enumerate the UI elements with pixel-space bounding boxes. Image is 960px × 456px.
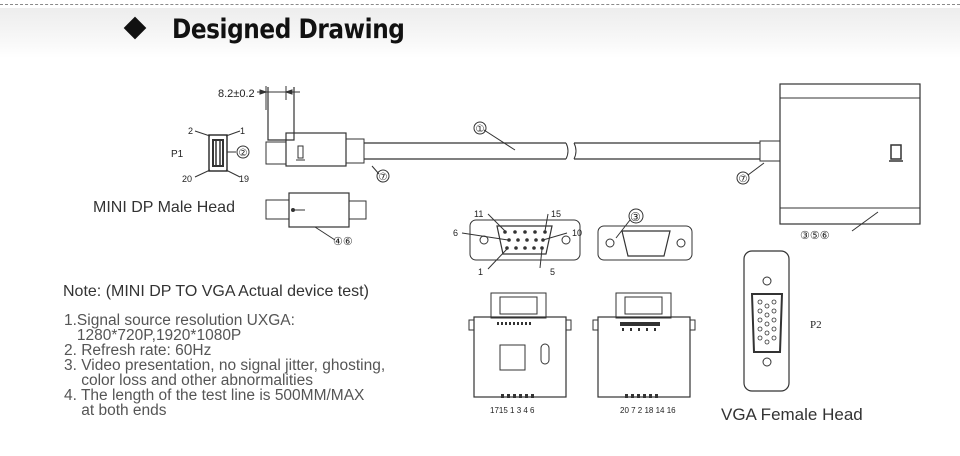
pcb-left-pin-labels: 1715 1 3 4 6 bbox=[490, 406, 535, 415]
pcb-right-pin-labels: 20 7 2 18 14 16 bbox=[620, 406, 676, 415]
p1-mark-callout: ② bbox=[239, 148, 248, 159]
p1-pin-diagram bbox=[194, 130, 250, 178]
p1-pin-2: 2 bbox=[188, 126, 193, 136]
p1-pin-19: 19 bbox=[239, 174, 249, 184]
cable-callout: ① bbox=[476, 124, 485, 135]
section-title: Designed Drawing bbox=[172, 14, 405, 45]
vga-pin-10: 10 bbox=[572, 228, 582, 238]
mini-dp-straight-head bbox=[265, 192, 367, 241]
strain-relief-callout-right: ⑦ bbox=[739, 174, 748, 185]
mini-dp-male-head-label: MINI DP Male Head bbox=[93, 199, 235, 216]
notes-list: 1.Signal source resolution UXGA: 1280*72… bbox=[64, 312, 386, 419]
p1-pin-20: 20 bbox=[182, 174, 192, 184]
top-dashed-line bbox=[0, 4, 960, 5]
vga-mark-callout: ③ bbox=[630, 210, 641, 224]
vga-pin-15: 15 bbox=[551, 209, 561, 219]
strain-relief-callout-left: ⑦ bbox=[379, 172, 388, 183]
mini-dp-angled-plug bbox=[265, 87, 390, 183]
pcb-board-right bbox=[592, 292, 696, 398]
dimension-text: 8.2±0.2 bbox=[218, 88, 255, 100]
note-item: 3. Video presentation, no signal jitter,… bbox=[64, 357, 386, 389]
header-band bbox=[0, 8, 960, 58]
p2-label: P2 bbox=[810, 319, 822, 331]
vga-pin-6: 6 bbox=[453, 228, 458, 238]
vga-pin-1: 1 bbox=[478, 267, 483, 277]
vga-female-head bbox=[743, 250, 790, 392]
vga-housing bbox=[736, 83, 921, 232]
cable bbox=[364, 121, 760, 160]
vga-socket bbox=[597, 208, 693, 261]
p1-pin-1: 1 bbox=[240, 126, 245, 136]
note-title: Note: (MINI DP TO VGA Actual device test… bbox=[63, 283, 369, 300]
note-item: 1.Signal source resolution UXGA: 1280*72… bbox=[64, 312, 295, 344]
p1-label: P1 bbox=[171, 149, 184, 160]
mini-head-callout: ④⑥ bbox=[333, 236, 353, 248]
note-item: 2. Refresh rate: 60Hz bbox=[64, 342, 212, 359]
pcb-board-left bbox=[468, 292, 572, 398]
dimension-lines bbox=[257, 86, 300, 110]
vga-front-view bbox=[461, 213, 581, 270]
note-item: 4. The length of the test line is 500MM/… bbox=[64, 387, 365, 419]
vga-housing-callout: ③⑤⑥ bbox=[800, 230, 830, 242]
vga-pin-5: 5 bbox=[550, 267, 555, 277]
vga-female-head-label: VGA Female Head bbox=[721, 405, 863, 424]
vga-pin-11: 11 bbox=[474, 209, 483, 219]
